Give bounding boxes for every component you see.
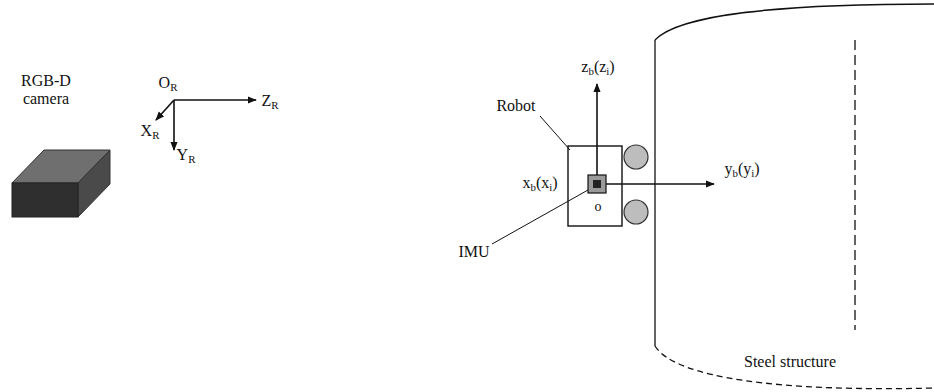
frame-origin: OR [159, 74, 178, 94]
cylinder-outline [640, 0, 934, 392]
axis-label: XR [141, 122, 160, 142]
steel-structure-node: Steel structure [640, 0, 934, 392]
camera-axes [156, 100, 256, 150]
structure-label: Steel structure [744, 353, 836, 371]
camera-label: RGB-D camera [14, 72, 78, 109]
part-name: Robot [496, 97, 535, 115]
part-name: IMU [458, 243, 489, 261]
origin-label: o [595, 199, 602, 214]
axis-label: yb(yi) [724, 160, 759, 180]
robot-body [568, 145, 648, 226]
axis-label: YR [177, 146, 196, 166]
axis-label: xb(xi) [522, 174, 557, 194]
axis-label: zb(zi) [581, 58, 614, 78]
axis-label: ZR [261, 92, 278, 112]
leader-lines [492, 116, 588, 244]
camera-node: RGB-D camera [6, 72, 114, 222]
